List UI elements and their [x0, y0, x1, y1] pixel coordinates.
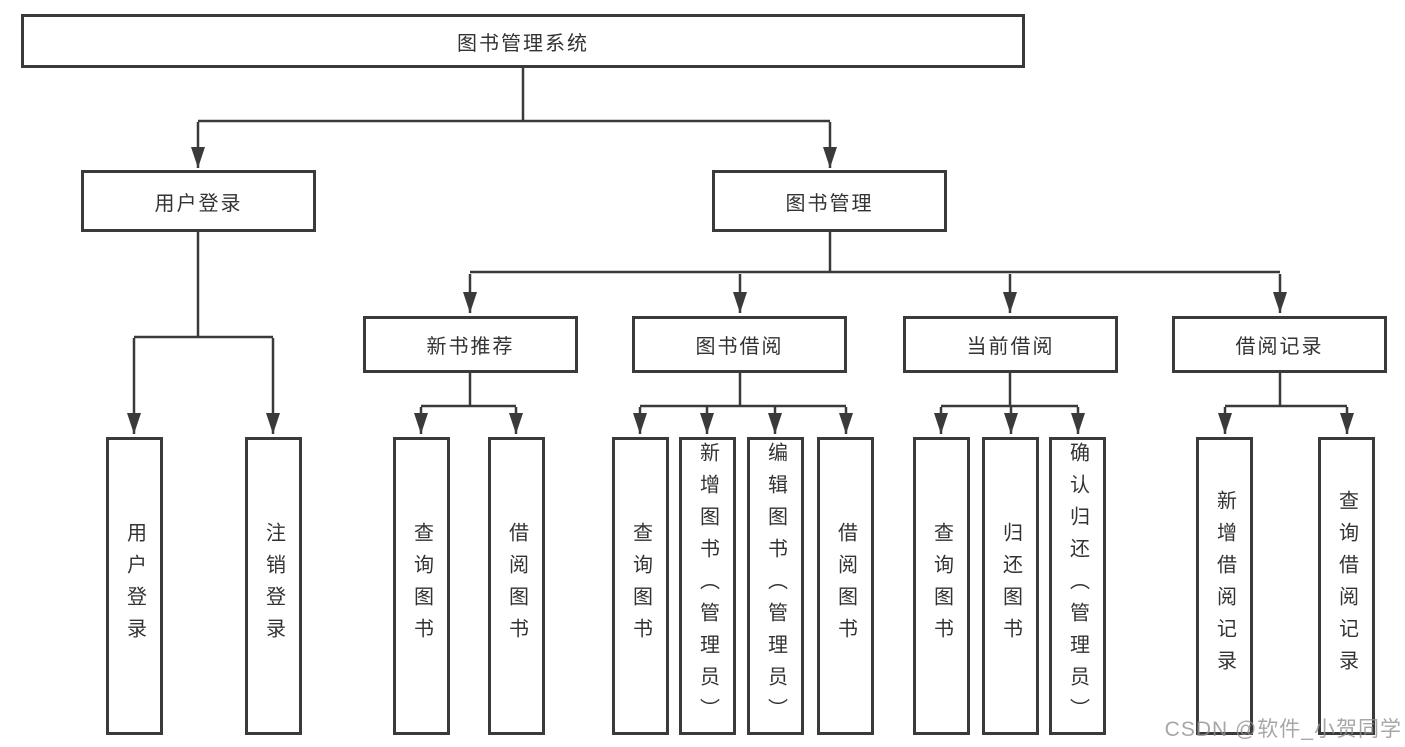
- node-book-management-label: 图书管理: [785, 192, 874, 215]
- leaf-query-book-3: 查询图书: [913, 437, 970, 735]
- leaf-query-book-2-label: 查询图书: [629, 522, 652, 650]
- node-borrow-record: 借阅记录: [1172, 316, 1387, 373]
- node-current-borrow: 当前借阅: [903, 316, 1118, 373]
- leaf-confirm-return-admin: 确认归还（管理员）: [1049, 437, 1106, 735]
- node-current-borrow-label: 当前借阅: [966, 336, 1055, 358]
- leaf-user-login-label: 用户登录: [123, 522, 146, 650]
- leaf-add-borrow-record: 新增借阅记录: [1196, 437, 1253, 735]
- leaf-add-book-admin-label: 新增图书（管理员）: [696, 442, 719, 730]
- node-user-login-label: 用户登录: [154, 192, 243, 215]
- leaf-confirm-return-admin-label: 确认归还（管理员）: [1066, 442, 1089, 730]
- node-root: 图书管理系统: [21, 14, 1025, 68]
- node-new-book-recommend-label: 新书推荐: [426, 336, 515, 358]
- node-borrow-record-label: 借阅记录: [1235, 336, 1324, 358]
- leaf-add-book-admin: 新增图书（管理员）: [679, 437, 736, 735]
- node-book-borrow: 图书借阅: [632, 316, 847, 373]
- leaf-query-borrow-record: 查询借阅记录: [1318, 437, 1375, 735]
- leaf-borrow-book-2-label: 借阅图书: [834, 522, 857, 650]
- leaf-query-book-3-label: 查询图书: [930, 522, 953, 650]
- leaf-edit-book-admin-label: 编辑图书（管理员）: [764, 442, 787, 730]
- leaf-query-book-2: 查询图书: [612, 437, 669, 735]
- leaf-borrow-book-1-label: 借阅图书: [505, 522, 528, 650]
- leaf-borrow-book-1: 借阅图书: [488, 437, 545, 735]
- leaf-logout: 注销登录: [245, 437, 302, 735]
- leaf-query-book-1-label: 查询图书: [410, 522, 433, 650]
- leaf-logout-label: 注销登录: [262, 522, 285, 650]
- leaf-add-borrow-record-label: 新增借阅记录: [1213, 490, 1236, 682]
- leaf-return-book: 归还图书: [982, 437, 1039, 735]
- csdn-watermark: CSDN @软件_小贺同学: [1164, 718, 1402, 741]
- leaf-borrow-book-2: 借阅图书: [817, 437, 874, 735]
- leaf-query-borrow-record-label: 查询借阅记录: [1335, 490, 1358, 682]
- node-book-borrow-label: 图书借阅: [695, 336, 784, 358]
- leaf-user-login: 用户登录: [106, 437, 163, 735]
- node-new-book-recommend: 新书推荐: [363, 316, 578, 373]
- node-user-login-branch: 用户登录: [81, 170, 316, 232]
- leaf-edit-book-admin: 编辑图书（管理员）: [747, 437, 804, 735]
- node-book-management-branch: 图书管理: [712, 170, 947, 232]
- leaf-query-book-1: 查询图书: [393, 437, 450, 735]
- node-root-label: 图书管理系统: [457, 32, 589, 55]
- leaf-return-book-label: 归还图书: [999, 522, 1022, 650]
